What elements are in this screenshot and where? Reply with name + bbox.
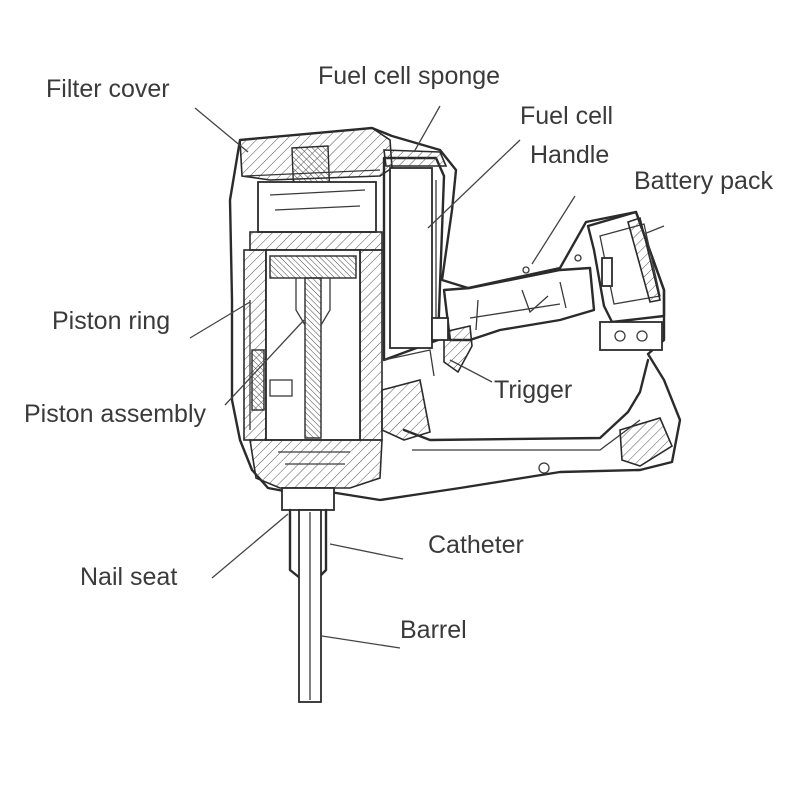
leader-nail-seat (211, 513, 289, 579)
leader-trigger (449, 359, 493, 383)
label-trigger: Trigger (494, 376, 572, 404)
leader-piston-ring (189, 301, 251, 339)
leader-catheter (329, 543, 404, 560)
upper-chamber (257, 181, 377, 233)
label-fuel-cell-sponge: Fuel cell sponge (318, 62, 500, 90)
rear-grip (402, 358, 650, 442)
label-barrel: Barrel (400, 616, 467, 644)
leader-filter-cover (194, 107, 249, 153)
piston-head (269, 255, 357, 279)
head-plate (249, 231, 383, 251)
leader-handle (531, 195, 576, 265)
leader-piston-assembly (224, 319, 305, 406)
leader-lines (189, 105, 665, 649)
leader-fuel-cell-sponge (413, 105, 441, 153)
leader-fuel-cell (427, 139, 521, 229)
fuel-cell-part (389, 167, 433, 349)
label-handle: Handle (530, 141, 609, 169)
label-fuel-cell: Fuel cell (520, 102, 613, 130)
label-battery-pack: Battery pack (634, 167, 773, 195)
piston-ring-part (251, 349, 265, 411)
nail-seat-part (281, 487, 335, 511)
label-nail-seat: Nail seat (80, 563, 177, 591)
label-piston-assembly: Piston assembly (24, 400, 207, 428)
label-piston-ring: Piston ring (52, 307, 170, 335)
leader-barrel (321, 635, 401, 649)
tool-body-outline (228, 126, 682, 502)
label-catheter: Catheter (428, 531, 524, 559)
battery-mount (599, 321, 663, 351)
callout-labels: Filter cover Fuel cell sponge Fuel cell … (24, 62, 773, 644)
tool-drawing (228, 126, 682, 703)
cylinder-wall-left (243, 249, 267, 441)
label-filter-cover: Filter cover (46, 75, 170, 103)
leader-battery-pack (643, 225, 665, 235)
piston-rod (304, 277, 322, 439)
cylinder-wall-right (359, 249, 383, 441)
fuel-cell-sponge-part (383, 149, 448, 167)
